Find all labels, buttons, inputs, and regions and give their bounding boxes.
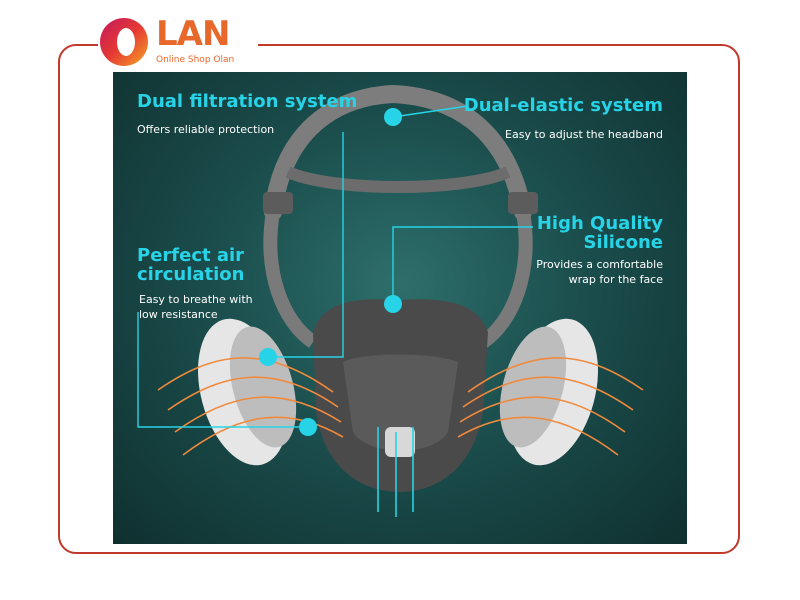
- product-image-panel: Dual filtration system Offers reliable p…: [113, 72, 687, 544]
- feature-high-quality-title: High Quality Silicone: [537, 214, 663, 252]
- feature-dual-elastic-title: Dual-elastic system: [463, 95, 663, 116]
- feature-air-circulation-desc: Easy to breathe with low resistance: [139, 292, 253, 322]
- olan-logo-icon: [100, 18, 148, 66]
- brand-name: LAN: [156, 14, 230, 54]
- feature-dual-filtration-title: Dual filtration system: [137, 91, 358, 112]
- feature-high-quality-desc-line2: wrap for the face: [568, 273, 663, 286]
- feature-air-circulation-title-line2: circulation: [137, 264, 245, 285]
- feature-air-circulation-desc-line2: low resistance: [139, 308, 218, 321]
- border-frame: [58, 44, 740, 554]
- brand-tagline: Online Shop Olan: [156, 55, 235, 65]
- respirator-mask-image: [137, 84, 644, 517]
- feature-dual-filtration-desc: Offers reliable protection: [137, 123, 275, 136]
- feature-high-quality-title-line1: High Quality: [536, 213, 663, 234]
- feature-high-quality-title-line2: Silicone: [583, 232, 663, 253]
- brand-logo: LAN Online Shop Olan: [98, 12, 258, 72]
- feature-high-quality-desc-line1: Provides a comfortable: [536, 258, 663, 271]
- feature-air-circulation-title-line1: Perfect air: [137, 245, 245, 266]
- feature-dual-elastic-desc: Easy to adjust the headband: [505, 128, 663, 141]
- feature-air-circulation-desc-line1: Easy to breathe with: [139, 293, 253, 306]
- feature-high-quality-desc: Provides a comfortable wrap for the face: [536, 257, 663, 287]
- feature-air-circulation-title: Perfect air circulation: [137, 246, 244, 284]
